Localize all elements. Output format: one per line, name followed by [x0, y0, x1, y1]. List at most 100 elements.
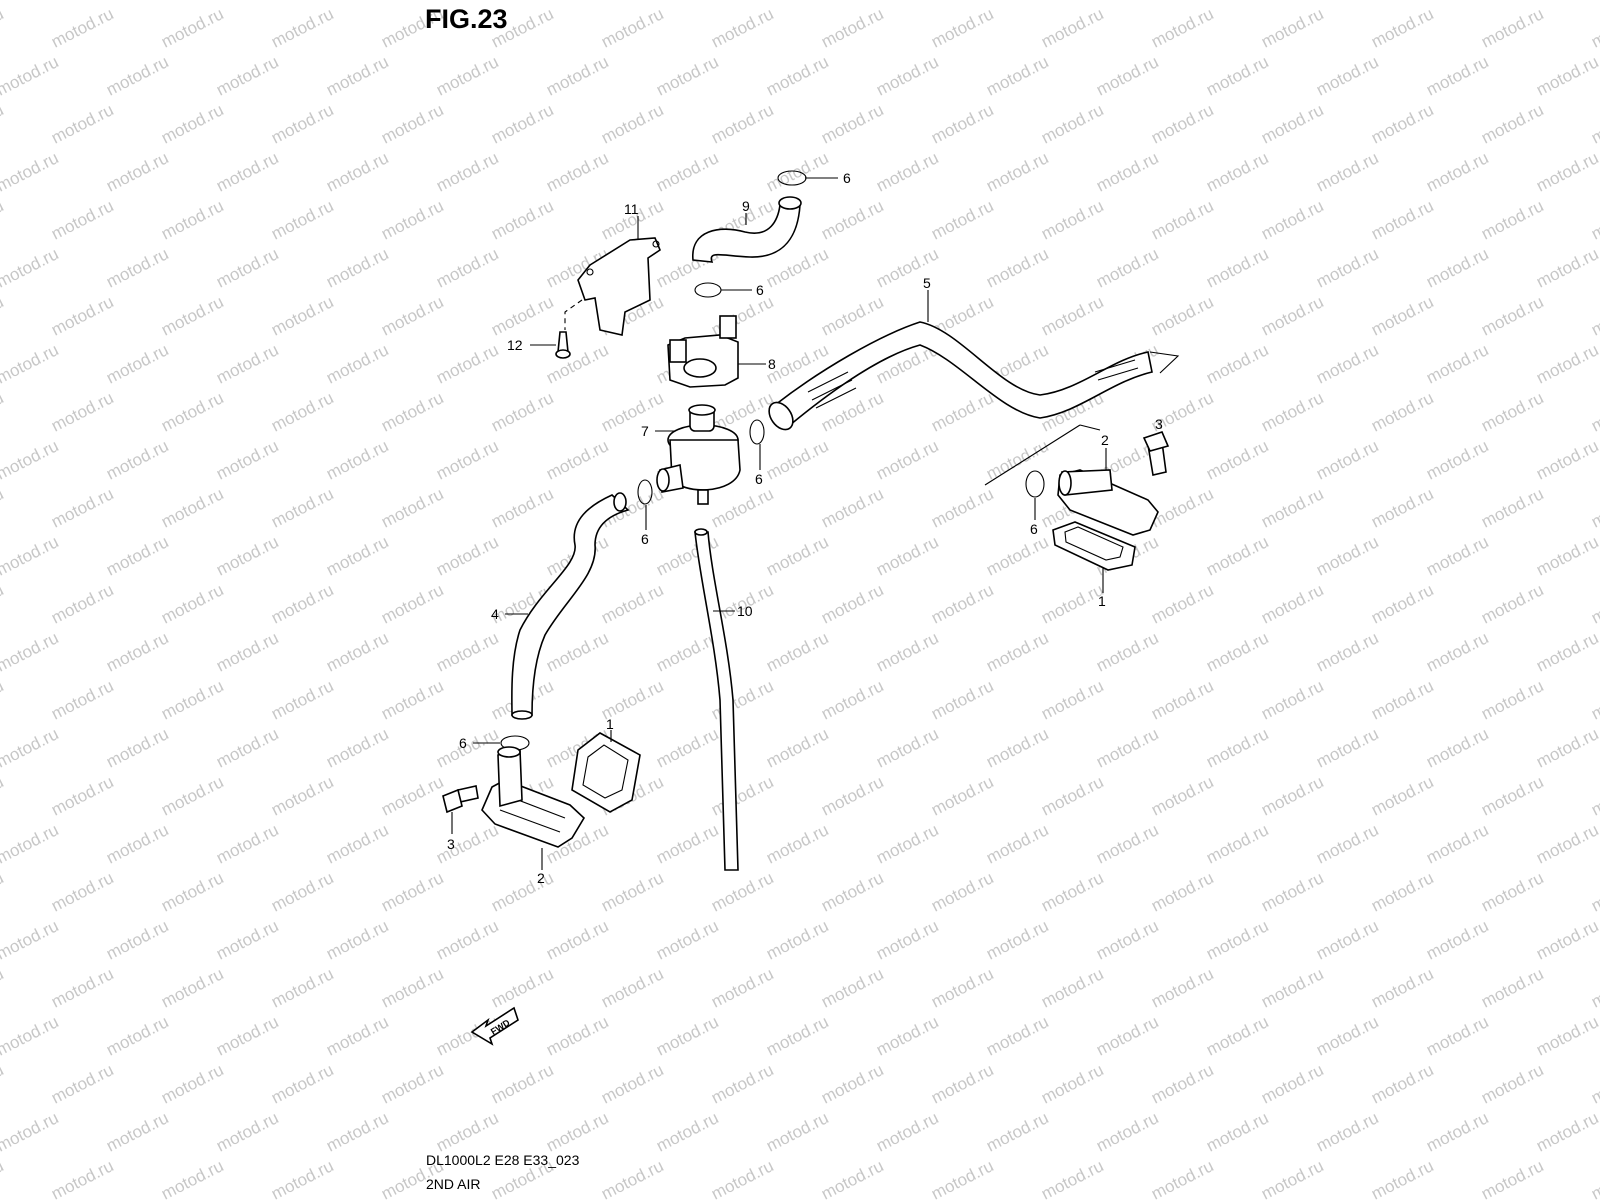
callout-9: 9: [742, 198, 750, 214]
callout-3a: 3: [1155, 416, 1163, 432]
watermark-text: motod.ru: [103, 0, 171, 4]
watermark-text: motod.ru: [928, 388, 996, 435]
watermark-text: motod.ru: [1478, 580, 1546, 627]
callout-6d: 6: [1030, 521, 1038, 537]
callout-2b: 2: [537, 870, 545, 886]
watermark-text: motod.ru: [158, 4, 226, 51]
watermark-text: motod.ru: [1368, 580, 1436, 627]
watermark-text: motod.ru: [433, 148, 501, 195]
watermark-text: motod.ru: [763, 52, 831, 99]
watermark-text: motod.ru: [1148, 964, 1216, 1011]
watermark-text: motod.ru: [708, 772, 776, 819]
watermark-text: motod.ru: [1093, 52, 1161, 99]
watermark-text: motod.ru: [818, 484, 886, 531]
watermark-text: motod.ru: [1423, 340, 1491, 387]
watermark-text: motod.ru: [1423, 916, 1491, 963]
watermark-text: motod.ru: [1588, 292, 1600, 339]
watermark-text: motod.ru: [653, 148, 721, 195]
watermark-text: motod.ru: [873, 916, 941, 963]
watermark-text: motod.ru: [48, 196, 116, 243]
watermark-text: motod.ru: [158, 580, 226, 627]
watermark-text: motod.ru: [1038, 580, 1106, 627]
watermark-text: motod.ru: [598, 1156, 666, 1200]
watermark-text: motod.ru: [653, 916, 721, 963]
watermark-text: motod.ru: [928, 580, 996, 627]
watermark-text: motod.ru: [48, 100, 116, 147]
watermark-text: motod.ru: [268, 676, 336, 723]
watermark-text: motod.ru: [323, 436, 391, 483]
watermark-text: motod.ru: [1423, 1108, 1491, 1155]
watermark-text: motod.ru: [433, 628, 501, 675]
watermark-text: motod.ru: [213, 340, 281, 387]
watermark-text: motod.ru: [873, 0, 941, 4]
watermark-text: motod.ru: [1368, 484, 1436, 531]
watermark-text: motod.ru: [1423, 244, 1491, 291]
watermark-text: motod.ru: [763, 628, 831, 675]
watermark-text: motod.ru: [488, 100, 556, 147]
watermark-text: motod.ru: [983, 820, 1051, 867]
watermark-text: motod.ru: [1423, 436, 1491, 483]
watermark-text: motod.ru: [48, 1060, 116, 1107]
watermark-text: motod.ru: [1258, 964, 1326, 1011]
callout-1b: 1: [606, 716, 614, 732]
watermark-text: motod.ru: [158, 868, 226, 915]
watermark-text: motod.ru: [378, 100, 446, 147]
watermark-text: motod.ru: [763, 1108, 831, 1155]
watermark-text: motod.ru: [1533, 52, 1600, 99]
watermark-text: motod.ru: [1038, 292, 1106, 339]
watermark-text: motod.ru: [708, 4, 776, 51]
watermark-text: motod.ru: [103, 148, 171, 195]
watermark-text: motod.ru: [1588, 100, 1600, 147]
watermark-text: motod.ru: [48, 772, 116, 819]
watermark-text: motod.ru: [1093, 0, 1161, 4]
watermark-text: motod.ru: [378, 580, 446, 627]
watermark-text: motod.ru: [378, 196, 446, 243]
watermark-text: motod.ru: [48, 580, 116, 627]
callout-10: 10: [737, 603, 753, 619]
watermark-text: motod.ru: [158, 196, 226, 243]
watermark-text: motod.ru: [818, 292, 886, 339]
part-8-mount: [667, 315, 739, 388]
watermark-text: motod.ru: [0, 244, 62, 291]
watermark-text: motod.ru: [1258, 196, 1326, 243]
watermark-text: motod.ru: [763, 724, 831, 771]
watermark-text: motod.ru: [158, 292, 226, 339]
watermark-text: motod.ru: [1038, 100, 1106, 147]
watermark-text: motod.ru: [488, 1060, 556, 1107]
watermark-text: motod.ru: [818, 100, 886, 147]
watermark-text: motod.ru: [0, 4, 7, 51]
clamps-part-6: [500, 170, 1045, 751]
watermark-text: motod.ru: [0, 964, 7, 1011]
watermark-text: motod.ru: [763, 436, 831, 483]
watermark-text: motod.ru: [158, 100, 226, 147]
watermark-text: motod.ru: [928, 484, 996, 531]
watermark-text: motod.ru: [103, 52, 171, 99]
watermark-text: motod.ru: [1423, 52, 1491, 99]
watermark-text: motod.ru: [1258, 868, 1326, 915]
watermark-text: motod.ru: [873, 148, 941, 195]
watermark-text: motod.ru: [0, 1108, 62, 1155]
watermark-text: motod.ru: [323, 628, 391, 675]
watermark-text: motod.ru: [1423, 0, 1491, 4]
part-11-bracket: [564, 237, 661, 336]
watermark-text: motod.ru: [598, 580, 666, 627]
watermark-text: motod.ru: [103, 244, 171, 291]
watermark-text: motod.ru: [1368, 100, 1436, 147]
watermark-text: motod.ru: [1258, 292, 1326, 339]
watermark-text: motod.ru: [1148, 580, 1216, 627]
watermark-text: motod.ru: [268, 868, 336, 915]
watermark-text: motod.ru: [1203, 724, 1271, 771]
watermark-text: motod.ru: [48, 4, 116, 51]
watermark-text: motod.ru: [1588, 964, 1600, 1011]
watermark-text: motod.ru: [433, 532, 501, 579]
watermark-text: motod.ru: [1038, 676, 1106, 723]
watermark-text: motod.ru: [1478, 772, 1546, 819]
watermark-text: motod.ru: [158, 1060, 226, 1107]
watermark-text: motod.ru: [268, 4, 336, 51]
watermark-text: motod.ru: [0, 580, 7, 627]
watermark-text: motod.ru: [0, 196, 7, 243]
watermark-text: motod.ru: [653, 820, 721, 867]
watermark-text: motod.ru: [1368, 868, 1436, 915]
watermark-text: motod.ru: [0, 1012, 62, 1059]
